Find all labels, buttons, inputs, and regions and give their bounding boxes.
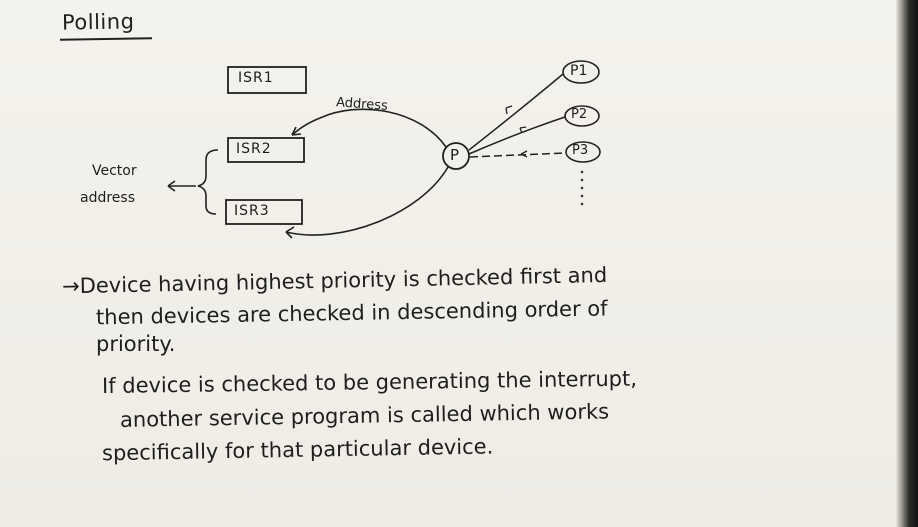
note-line-3: priority. (96, 332, 176, 356)
isr2-box (227, 137, 305, 163)
processor-circle (442, 142, 470, 170)
device-p2-circle (564, 105, 600, 127)
device-p1-label: P1 (570, 63, 588, 79)
isr3-label: ISR3 (234, 203, 270, 219)
link-p-to-p3 (469, 152, 567, 158)
address-arrow (291, 108, 447, 148)
polling-diagram (167, 60, 601, 239)
link-p-to-p2 (468, 116, 566, 155)
more-devices-dots (580, 170, 584, 206)
device-p1-circle (562, 60, 600, 84)
isr3-arrow (285, 166, 449, 236)
vector-label: Vector (92, 163, 137, 179)
processor-label: P (450, 146, 460, 164)
isr2-label: ISR2 (236, 141, 272, 157)
vector-brace (197, 149, 219, 215)
isr3-box (225, 199, 303, 225)
isr1-label: ISR1 (238, 70, 274, 86)
device-p2-label: P2 (571, 107, 588, 122)
link-p-to-p1 (468, 73, 564, 151)
device-p3-circle (565, 141, 601, 163)
notebook-spine (896, 0, 918, 527)
device-p3-label: P3 (572, 143, 589, 158)
notes-paragraph: →Device having highest priority is check… (62, 262, 862, 465)
address-vector-label: address (80, 190, 136, 206)
isr1-box (227, 66, 307, 94)
